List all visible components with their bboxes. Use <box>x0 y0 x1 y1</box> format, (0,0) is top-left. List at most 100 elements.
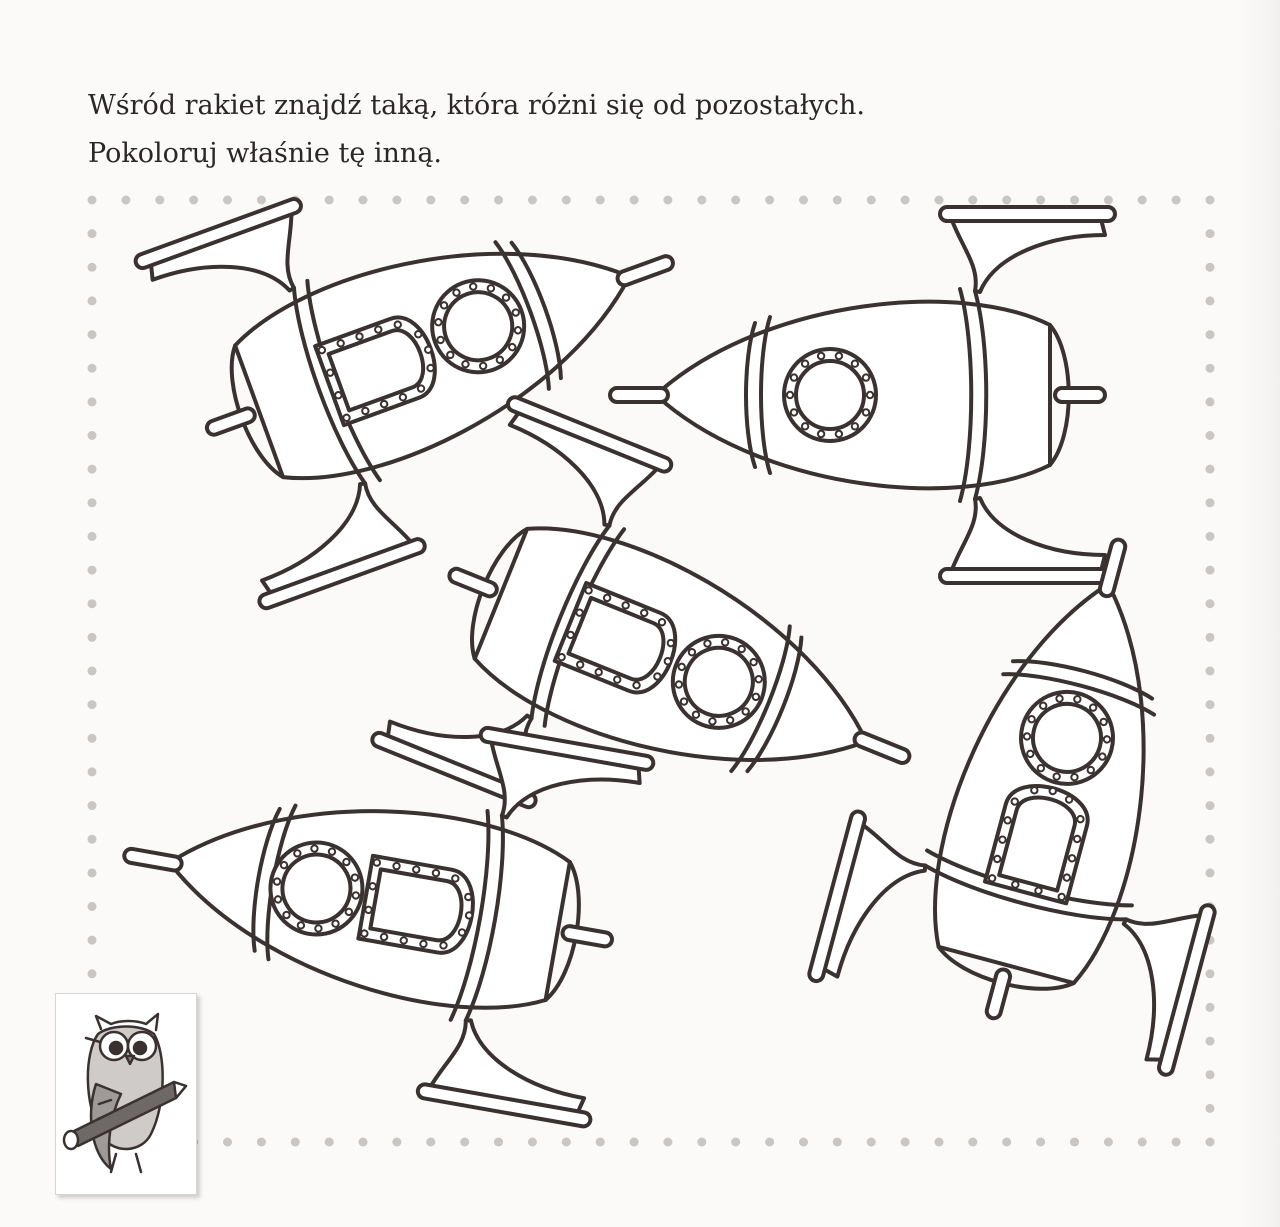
rivet <box>342 857 351 867</box>
frame-dot <box>968 1137 978 1147</box>
frame-dot <box>87 229 97 239</box>
frame-dot <box>900 195 910 205</box>
frame-dot <box>392 1137 402 1147</box>
frame-dot <box>595 1137 605 1147</box>
frame-dot <box>1205 666 1215 676</box>
frame-dot <box>1103 195 1113 205</box>
instructions: Wśród rakiet znajdź taką, która różni si… <box>88 82 1188 178</box>
frame-dot <box>595 195 605 205</box>
rocket-round-window <box>782 347 878 443</box>
frame-dot <box>1205 632 1215 642</box>
rivet <box>1088 703 1098 712</box>
instruction-line-1: Wśród rakiet znajdź taką, która różni si… <box>88 90 865 121</box>
rivet <box>439 941 448 950</box>
rivet <box>674 680 684 689</box>
rivet <box>575 608 584 617</box>
rivet <box>464 911 474 920</box>
rivet <box>495 355 505 365</box>
frame-dot <box>1205 1070 1215 1080</box>
rivet <box>436 335 445 345</box>
frame-dot <box>697 1137 707 1147</box>
frame-dot <box>1070 1137 1079 1147</box>
frame-dot <box>731 195 741 205</box>
frame-dot <box>1205 195 1215 205</box>
owl-with-pencil-icon <box>62 1012 188 1174</box>
frame-dot <box>1002 195 1012 205</box>
rivet <box>1034 886 1043 895</box>
frame-dot <box>1070 195 1079 205</box>
rivet <box>355 332 364 341</box>
rivet <box>621 601 630 610</box>
rocket-bottom-right <box>805 489 1280 1079</box>
rivet <box>344 907 354 917</box>
rivet <box>423 345 433 354</box>
rivet <box>1102 735 1112 744</box>
rivet <box>800 422 810 431</box>
rivet <box>501 293 511 302</box>
frame-dot <box>256 195 266 205</box>
frame-dot <box>426 1137 436 1147</box>
rivet <box>708 717 717 726</box>
rivet <box>653 672 662 681</box>
frame-dot <box>87 969 97 979</box>
frame-dot <box>1205 801 1215 811</box>
rivet <box>486 284 496 293</box>
rivet <box>1098 752 1107 761</box>
frame-dot <box>223 1137 232 1147</box>
frame-dot <box>1205 767 1215 777</box>
frame-dot <box>87 195 97 205</box>
frame-dot <box>87 296 97 306</box>
rivet <box>741 707 750 716</box>
rivet <box>557 652 566 662</box>
frame-dot <box>1171 1137 1181 1147</box>
frame-dot <box>87 767 97 777</box>
frame-dot <box>426 195 436 205</box>
frame-dot <box>1137 195 1147 205</box>
rocket-arch-window <box>552 580 689 704</box>
frame-dot <box>663 195 673 205</box>
rivet <box>737 644 746 654</box>
rivet <box>414 329 423 339</box>
rivet <box>1026 749 1035 759</box>
frame-dot <box>87 834 97 844</box>
rivet <box>282 910 291 920</box>
frame-dot <box>87 733 97 743</box>
rivet <box>361 406 370 416</box>
rivet <box>850 422 860 431</box>
rivet <box>1027 715 1036 724</box>
rivet <box>602 593 612 603</box>
rocket-bottom-left <box>89 667 657 1130</box>
rivet <box>1011 880 1020 889</box>
rivet <box>468 282 478 291</box>
page-gutter-shadow <box>1240 0 1280 1227</box>
rivet <box>293 849 302 858</box>
frame-dot <box>1002 1137 1012 1147</box>
frame-dot <box>1137 1137 1147 1147</box>
frame-dot <box>561 1137 571 1147</box>
frame-dot <box>1205 262 1215 272</box>
frame-dot <box>87 363 97 373</box>
rivet <box>325 368 335 377</box>
rivet <box>594 667 603 677</box>
rocket-arch-window <box>983 775 1097 906</box>
rocket-top-left <box>131 82 739 613</box>
rivet <box>327 847 337 856</box>
rivet <box>1052 772 1061 781</box>
frame-dot <box>1205 733 1215 743</box>
rivet <box>687 648 697 657</box>
rivet <box>478 361 488 371</box>
rivet <box>310 844 319 853</box>
frame-dot <box>87 565 97 575</box>
rivet <box>677 662 686 672</box>
rivet <box>789 373 799 382</box>
frame-dot <box>290 1137 300 1147</box>
rivet <box>314 924 323 933</box>
frame-dot <box>87 531 97 541</box>
frame-dot <box>1205 464 1215 474</box>
rivet <box>508 342 517 352</box>
rivet <box>374 325 383 334</box>
instruction-line-2: Pokoloruj właśnie tę inną. <box>88 138 442 169</box>
rivet <box>816 351 826 361</box>
rivet <box>1010 797 1019 806</box>
frame-dot <box>87 801 97 811</box>
